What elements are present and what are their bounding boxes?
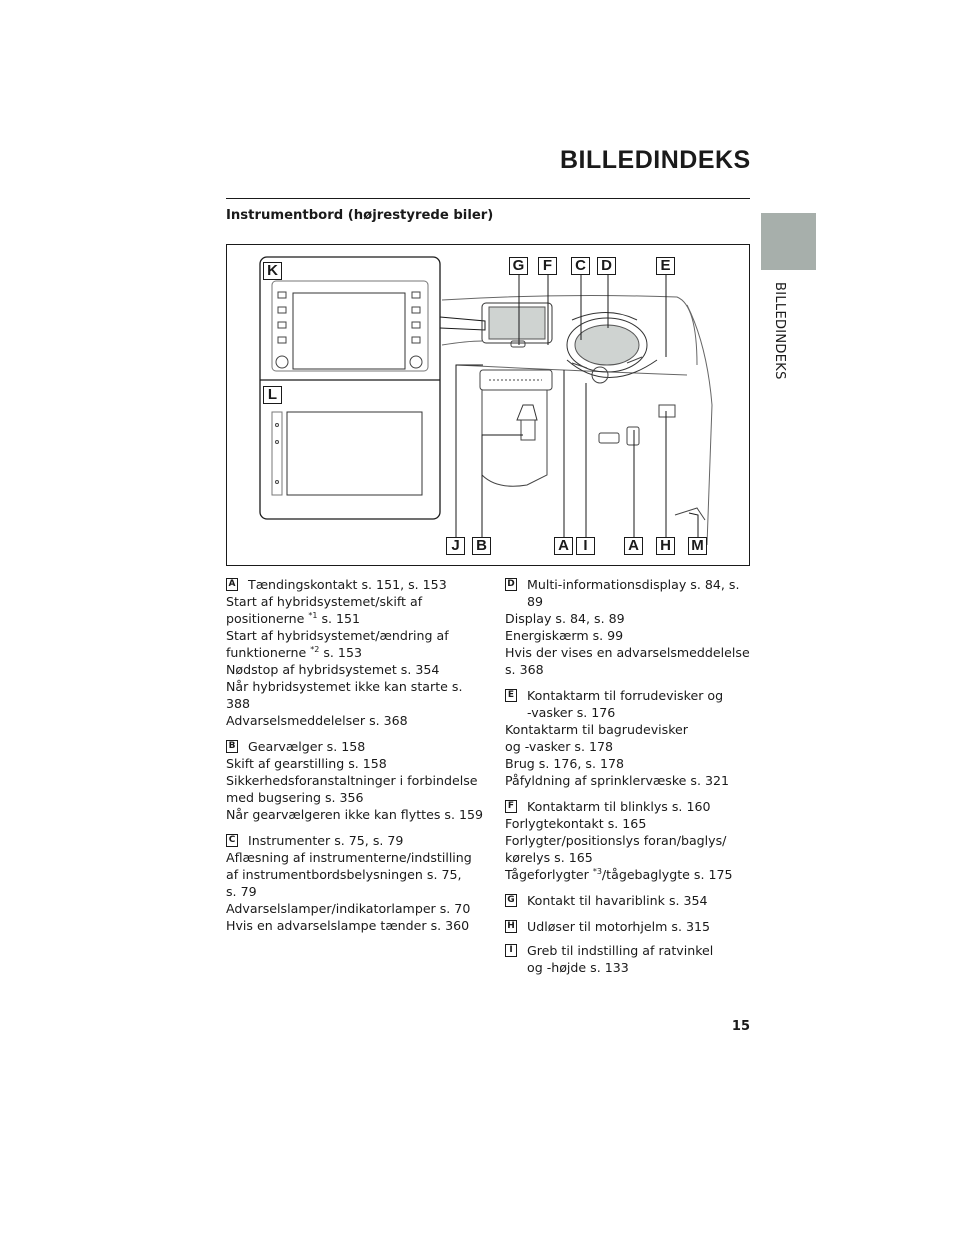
entry-marker-c: C	[226, 834, 238, 847]
entry-d-line[interactable]: Hvis der vises en advarselsmeddelelse	[505, 645, 750, 660]
entry-marker-d: D	[505, 578, 517, 591]
label-k: K	[263, 262, 282, 280]
entry-h-title[interactable]: Udløser til motorhjelm s. 315	[527, 919, 711, 934]
entry-f-title[interactable]: Kontaktarm til blinklys s. 160	[527, 799, 711, 814]
entry-d-line[interactable]: Energiskærm s. 99	[505, 628, 624, 643]
entry-e-line[interactable]: Kontaktarm til bagrudevisker	[505, 722, 688, 737]
label-g: G	[509, 257, 528, 275]
entry-f: F Kontaktarm til blinklys s. 160 Forlygt…	[505, 798, 753, 883]
entry-i: I Greb til indstilling af ratvinkel og -…	[505, 942, 753, 976]
label-a: A	[554, 537, 573, 555]
entry-b-line[interactable]: Sikkerhedsforanstaltninger i forbindelse	[226, 773, 478, 788]
label-l: L	[263, 386, 282, 404]
entry-c-line[interactable]: Advarselslamper/indikatorlamper s. 70	[226, 901, 471, 916]
dashboard-illustration: K L G F C D E J B A I A H M	[226, 244, 750, 566]
label-h: H	[656, 537, 675, 555]
entry-c-line[interactable]: af instrumentbordsbelysningen s. 75,	[226, 867, 462, 882]
entry-c-line[interactable]: s. 79	[226, 884, 257, 899]
entry-a-line[interactable]: Start af hybridsystemet/ændring af	[226, 628, 449, 643]
entry-a-line[interactable]: s. 151	[317, 611, 361, 626]
entry-marker-f: F	[505, 800, 517, 813]
entry-i-title[interactable]: Greb til indstilling af ratvinkel	[527, 943, 714, 958]
entry-a-line[interactable]: Start af hybridsystemet/skift af	[226, 594, 423, 609]
entry-d: D Multi-informationsdisplay s. 84, s. 89…	[505, 576, 753, 678]
entry-a-line[interactable]: funktionerne	[226, 645, 307, 660]
entry-c-line[interactable]: Aflæsning af instrumenterne/indstilling	[226, 850, 472, 865]
entry-c-title[interactable]: Instrumenter s. 75, s. 79	[248, 833, 404, 848]
index-column-right: D Multi-informationsdisplay s. 84, s. 89…	[505, 576, 753, 982]
entry-f-line[interactable]: Tågeforlygter	[505, 867, 589, 882]
entry-marker-i: I	[505, 944, 517, 957]
label-j: J	[446, 537, 465, 555]
entry-marker-b: B	[226, 740, 238, 753]
footnote-marker: *2	[310, 644, 320, 654]
footnote-marker: *3	[592, 866, 602, 876]
entry-b-title[interactable]: Gearvælger s. 158	[248, 739, 366, 754]
label-c: C	[571, 257, 590, 275]
entry-d-line[interactable]: Display s. 84, s. 89	[505, 611, 625, 626]
entry-b-line[interactable]: Skift af gearstilling s. 158	[226, 756, 387, 771]
entry-a-line[interactable]: Advarselsmeddelelser s. 368	[226, 713, 408, 728]
entry-d-line[interactable]: s. 368	[505, 662, 544, 677]
label-i: I	[576, 537, 595, 555]
dashboard-drawing	[259, 256, 713, 546]
entry-c: C Instrumenter s. 75, s. 79 Aflæsning af…	[226, 832, 488, 934]
entry-marker-a: A	[226, 578, 238, 591]
entry-f-line[interactable]: Forlygtekontakt s. 165	[505, 816, 647, 831]
entry-f-line[interactable]: kørelys s. 165	[505, 850, 593, 865]
entry-marker-h: H	[505, 920, 517, 933]
entry-g-title[interactable]: Kontakt til havariblink s. 354	[527, 893, 708, 908]
entry-f-line[interactable]: /tågebaglygte s. 175	[601, 867, 733, 882]
entry-a-line[interactable]: positionerne	[226, 611, 305, 626]
index-column-left: A Tændingskontakt s. 151, s. 153 Start a…	[226, 576, 488, 940]
title-divider	[226, 198, 750, 199]
entry-e: E Kontaktarm til forrudevisker og -vaske…	[505, 687, 753, 789]
entry-b-line[interactable]: med bugsering s. 356	[226, 790, 364, 805]
entry-e-line[interactable]: Brug s. 176, s. 178	[505, 756, 625, 771]
entry-a-line[interactable]: Når hybridsystemet ikke kan starte s. 38…	[226, 679, 463, 711]
label-b: B	[472, 537, 491, 555]
entry-a-line[interactable]: s. 153	[319, 645, 362, 660]
section-heading: Instrumentbord (højrestyrede biler)	[226, 208, 494, 223]
entry-b-line[interactable]: Når gearvælgeren ikke kan flyttes s. 159	[226, 807, 483, 822]
entry-i-title-cont[interactable]: og -højde s. 133	[527, 960, 629, 975]
page-number: 15	[731, 1019, 750, 1034]
entry-marker-g: G	[505, 894, 517, 907]
label-d: D	[597, 257, 616, 275]
entry-a-line[interactable]: Nødstop af hybridsystemet s. 354	[226, 662, 440, 677]
entry-e-line[interactable]: Påfyldning af sprinklervæske s. 321	[505, 773, 730, 788]
entry-g: G Kontakt til havariblink s. 354	[505, 892, 753, 909]
label-a-2: A	[624, 537, 643, 555]
label-e: E	[656, 257, 675, 275]
entry-d-title[interactable]: Multi-informationsdisplay s. 84, s. 89	[527, 577, 740, 609]
label-f: F	[538, 257, 557, 275]
label-m: M	[688, 537, 707, 555]
entry-e-title[interactable]: Kontaktarm til forrudevisker og	[527, 688, 724, 703]
entry-b: B Gearvælger s. 158 Skift af gearstillin…	[226, 738, 488, 823]
entry-marker-e: E	[505, 689, 517, 702]
chapter-tab[interactable]	[761, 213, 816, 270]
entry-f-line[interactable]: Forlygter/positionslys foran/baglys/	[505, 833, 727, 848]
footnote-marker: *1	[308, 610, 318, 620]
entry-c-line[interactable]: Hvis en advarselslampe tænder s. 360	[226, 918, 470, 933]
entry-h: H Udløser til motorhjelm s. 315	[505, 918, 753, 935]
entry-a: A Tændingskontakt s. 151, s. 153 Start a…	[226, 576, 488, 729]
entry-e-line[interactable]: og -vasker s. 178	[505, 739, 614, 754]
entry-e-title-cont[interactable]: -vasker s. 176	[527, 705, 616, 720]
chapter-tab-label: BILLEDINDEKS	[772, 282, 787, 380]
page-title: BILLEDINDEKS	[560, 146, 751, 174]
entry-a-title[interactable]: Tændingskontakt s. 151, s. 153	[248, 577, 447, 592]
